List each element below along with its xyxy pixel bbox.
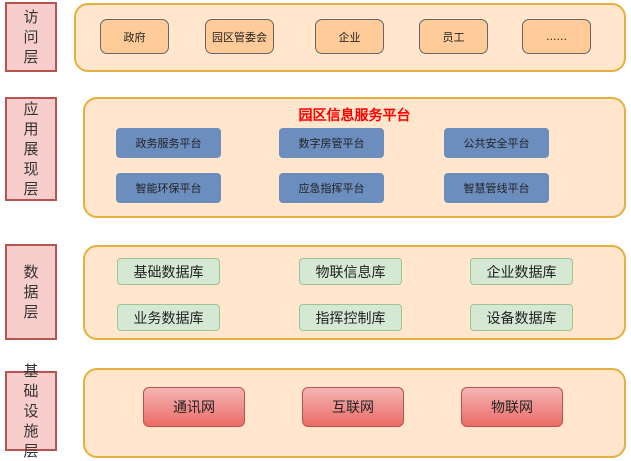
db-item: 企业数据库	[470, 258, 573, 285]
layer-label-infra: 基础设施层	[5, 362, 57, 460]
access-item-park-committee: 园区管委会	[205, 19, 274, 54]
net-item-internet: 互联网	[302, 387, 404, 427]
db-item: 指挥控制库	[299, 304, 402, 331]
app-item: 公共安全平台	[444, 128, 549, 158]
app-item: 智慧管线平台	[444, 173, 549, 203]
layer-label-application: 应用展现层	[5, 97, 57, 201]
layer-label-data: 数据层	[5, 244, 57, 340]
app-item: 数字房管平台	[279, 128, 384, 158]
db-item: 物联信息库	[299, 258, 402, 285]
app-item: 智能环保平台	[116, 173, 221, 203]
access-item-government: 政府	[100, 19, 169, 54]
db-item: 基础数据库	[117, 258, 220, 285]
net-item-iot: 物联网	[461, 387, 563, 427]
access-item-employee: 员工	[419, 19, 488, 54]
platform-title: 园区信息服务平台	[298, 108, 411, 124]
app-item: 政务服务平台	[116, 128, 221, 158]
app-item: 应急指挥平台	[279, 173, 384, 203]
net-item-telecom: 通讯网	[143, 387, 245, 427]
access-item-enterprise: 企业	[315, 19, 384, 54]
access-item-more: ......	[522, 19, 591, 54]
db-item: 设备数据库	[470, 304, 573, 331]
layer-label-access: 访问层	[5, 2, 57, 72]
db-item: 业务数据库	[117, 304, 220, 331]
